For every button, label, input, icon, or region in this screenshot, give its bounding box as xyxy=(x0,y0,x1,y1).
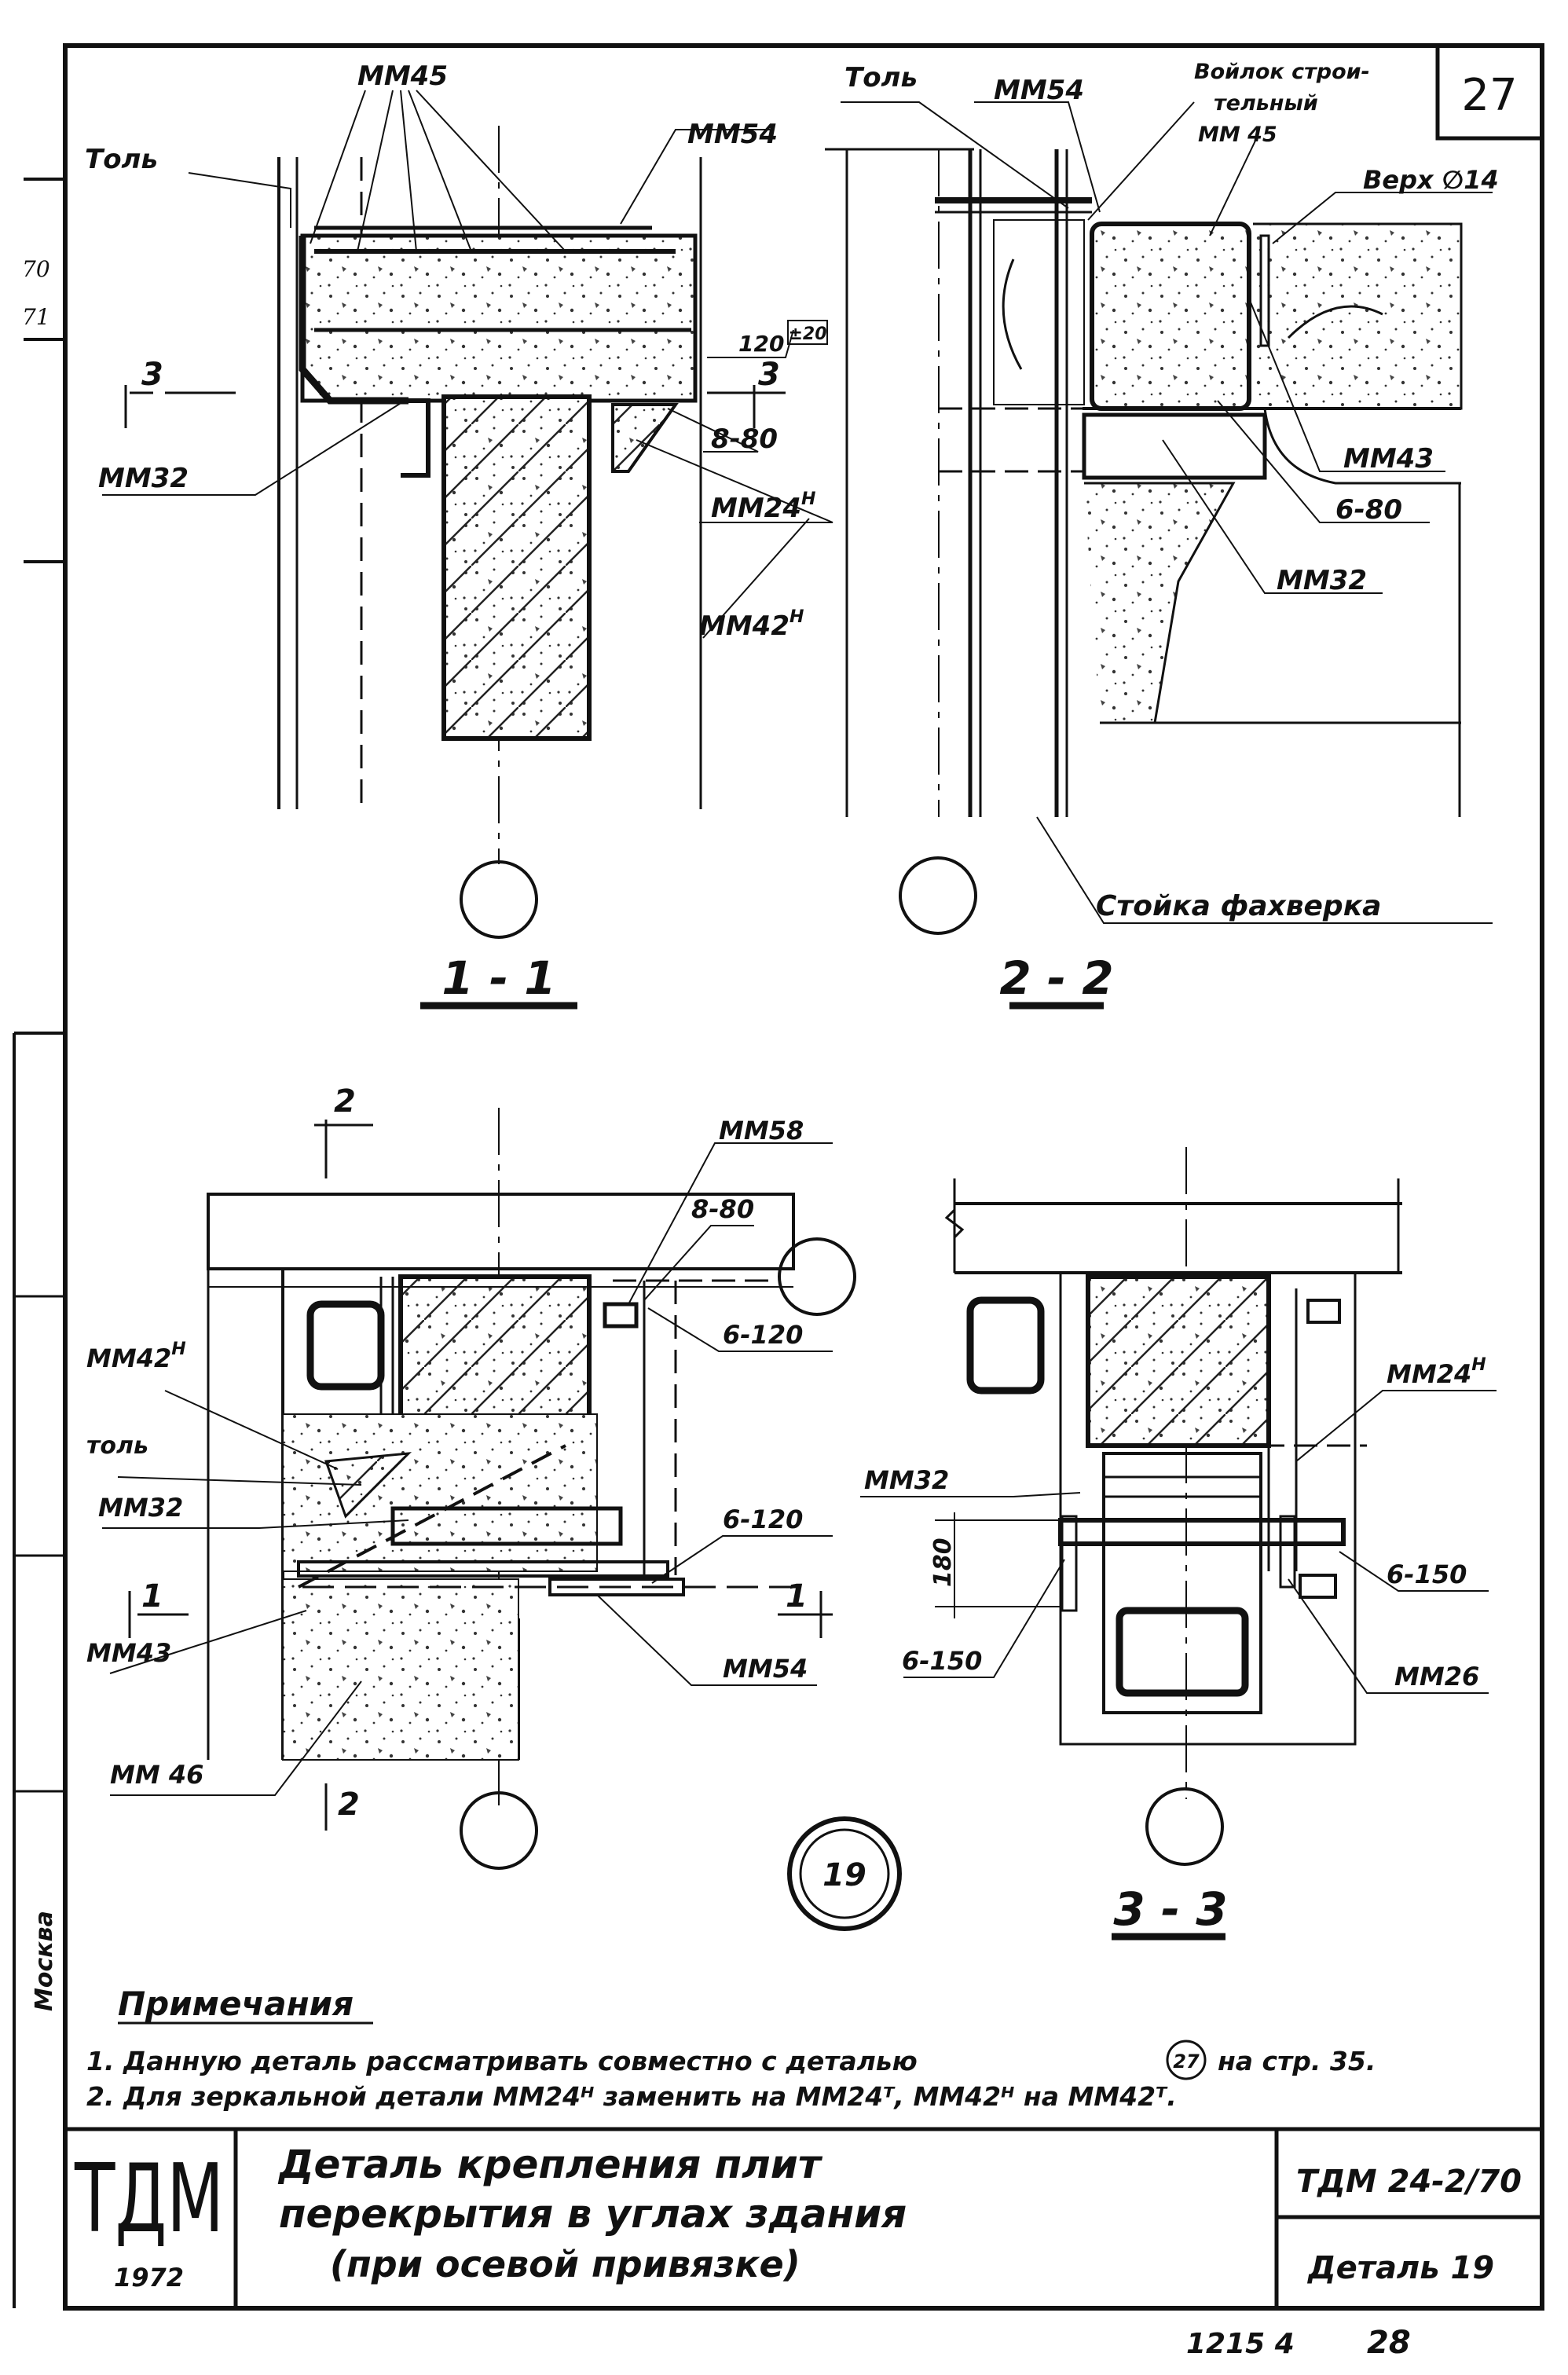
sheet-frame xyxy=(13,43,1544,2311)
label-2-2-voilok-2: тельный xyxy=(1214,91,1318,115)
note-1-ref-number: 27 xyxy=(1173,2051,1200,2073)
label-1-1-mm32: ММ32 xyxy=(98,463,189,494)
side-mark-71: 71 xyxy=(22,304,50,330)
stamp-year: 1972 xyxy=(114,2263,184,2293)
label-plan-tol: толь xyxy=(86,1432,148,1460)
label-1-1-mm42h: ММ42Н xyxy=(699,607,804,642)
label-2-2-tol: Толь xyxy=(844,62,918,93)
label-plan-mm32: ММ32 xyxy=(98,1493,183,1523)
label-plan-6-120-a: 6-120 xyxy=(723,1320,803,1350)
label-plan-mm54: ММ54 xyxy=(723,1654,808,1684)
label-plan-mm46: ММ 46 xyxy=(110,1760,203,1790)
label-2-2-mm54: ММ54 xyxy=(994,75,1084,106)
label-3-3-mm26: ММ26 xyxy=(1394,1662,1479,1691)
drawing-code: ТДМ 24-2/70 xyxy=(1296,2164,1522,2200)
label-2-2-stoika: Стойка фахверка xyxy=(1096,890,1381,922)
title-line-3: (при осевой привязке) xyxy=(330,2243,800,2285)
label-3-3-dim180: 180 xyxy=(929,1538,957,1587)
label-plan-mm58: ММ58 xyxy=(719,1116,804,1145)
label-plan-cut1-right: 1 xyxy=(786,1578,808,1614)
stamp-city: Москва xyxy=(31,1911,58,2011)
sheet-number: 27 xyxy=(1461,70,1517,121)
footer-left-number: 1215 4 xyxy=(1186,2328,1295,2360)
label-1-1-mark20: ±20 xyxy=(788,324,826,344)
footer-right-number: 28 xyxy=(1367,2325,1411,2361)
section-3-3 xyxy=(860,1147,1497,1941)
note-1-ref-marker: 27 xyxy=(1166,2040,1207,2080)
label-1-1-cut3-right: 3 xyxy=(758,357,780,393)
note-2-text: 2. Для зеркальной детали ММ24ᴴ заменить … xyxy=(86,2081,1177,2112)
notes-heading: Примечания xyxy=(118,1985,354,2023)
section-2-2-title: 2 - 2 xyxy=(999,951,1113,1005)
detail-number: Деталь 19 xyxy=(1306,2250,1494,2286)
note-1-text: 1. Данную деталь рассматривать совместно… xyxy=(86,2046,918,2076)
label-3-3-6-150-a: 6-150 xyxy=(1387,1560,1467,1589)
label-2-2-mm43: ММ43 xyxy=(1343,443,1434,475)
label-3-3-mm32: ММ32 xyxy=(864,1465,949,1495)
side-mark-70: 70 xyxy=(22,256,50,282)
sheet-number-box: 27 xyxy=(1435,43,1544,141)
label-1-1-mm24h: ММ24Н xyxy=(711,489,815,524)
label-3-3-mm24h: ММ24Н xyxy=(1387,1355,1486,1389)
label-3-3-6-150-b: 6-150 xyxy=(902,1646,982,1676)
note-1-page: на стр. 35. xyxy=(1218,2046,1376,2076)
section-1-1 xyxy=(102,90,833,1010)
label-1-1-dim120: 120 xyxy=(738,331,784,357)
label-plan-cut1-left: 1 xyxy=(141,1578,163,1614)
label-2-2-6-80: 6-80 xyxy=(1335,494,1402,526)
detail-19-marker: 19 xyxy=(787,1816,902,1931)
stamp-org: ТДМ xyxy=(74,2145,224,2254)
title-block xyxy=(65,2127,1542,2308)
detail-19-number: 19 xyxy=(822,1857,866,1893)
label-plan-mm43: ММ43 xyxy=(86,1638,171,1668)
title-line-1: Деталь крепления плит xyxy=(277,2142,823,2187)
label-1-1-tol: Толь xyxy=(85,144,158,175)
mark-20-box: ±20 xyxy=(787,320,828,345)
section-3-3-title: 3 - 3 xyxy=(1113,1882,1227,1936)
label-plan-mm42h: ММ42Н xyxy=(86,1340,186,1373)
section-1-1-title: 1 - 1 xyxy=(441,951,555,1005)
title-line-2: перекрытия в углах здания xyxy=(279,2191,907,2237)
label-plan-cut2-bottom: 2 xyxy=(338,1787,360,1823)
section-2-2 xyxy=(825,101,1493,1010)
label-1-1-8-80: 8-80 xyxy=(711,423,778,455)
label-2-2-verh: Верх ∅14 xyxy=(1363,165,1499,195)
label-2-2-mm32: ММ32 xyxy=(1277,565,1367,596)
plan-19 xyxy=(102,1108,856,1870)
label-plan-cut2-top: 2 xyxy=(334,1083,356,1120)
label-2-2-voilok-1: Войлок строи- xyxy=(1194,60,1370,84)
label-plan-8-80: 8-80 xyxy=(691,1194,754,1224)
label-1-1-cut3-left: 3 xyxy=(141,357,163,393)
label-1-1-mm54: ММ54 xyxy=(687,119,778,150)
label-2-2-voilok-3: ММ 45 xyxy=(1198,123,1277,147)
label-1-1-mm45: ММ45 xyxy=(357,60,448,92)
label-plan-6-120-b: 6-120 xyxy=(723,1505,803,1534)
